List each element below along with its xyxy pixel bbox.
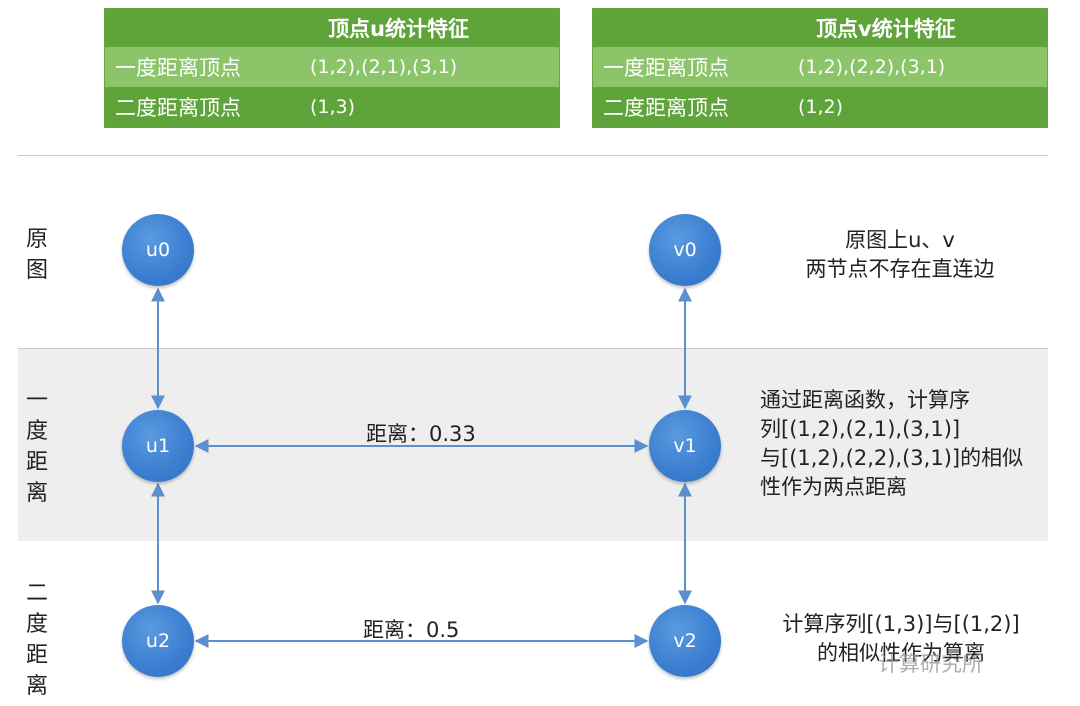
row-label: 一度距离顶点: [603, 56, 729, 80]
node-u0: u0: [122, 214, 194, 286]
row-value: (1,3): [310, 96, 356, 118]
row-label: 一度距离顶点: [115, 56, 241, 80]
table-header: 顶点u统计特征: [105, 9, 559, 47]
node-v2: v2: [649, 605, 721, 677]
table-row: 二度距离顶点 (1,3): [105, 87, 559, 127]
top-divider: [18, 155, 1048, 156]
section-label-first-degree: 一 度 距 离: [26, 388, 49, 506]
section-label-original: 原 图: [26, 227, 49, 283]
table-title: 顶点u统计特征: [328, 17, 469, 41]
row-value: (1,2): [798, 96, 844, 118]
table-row: 一度距离顶点 (1,2),(2,1),(3,1): [105, 47, 559, 87]
distance-label-level2: 距离：0.5: [363, 618, 460, 642]
node-v0: v0: [649, 214, 721, 286]
row-label: 二度距离顶点: [603, 96, 729, 120]
node-u1: u1: [122, 410, 194, 482]
row-value: (1,2),(2,1),(3,1): [310, 56, 458, 78]
distance-label-level1: 距离：0.33: [366, 422, 476, 446]
section-label-second-degree: 二 度 距 离: [26, 581, 49, 699]
note-first-degree: 通过距离函数，计算序 列[(1,2),(2,1),(3,1)] 与[(1,2),…: [760, 388, 1024, 499]
row-label: 二度距离顶点: [115, 96, 241, 120]
table-row: 一度距离顶点 (1,2),(2,2),(3,1): [593, 47, 1047, 87]
vertex-u-stats-table: 顶点u统计特征 一度距离顶点 (1,2),(2,1),(3,1) 二度距离顶点 …: [104, 8, 560, 128]
note-original: 原图上u、v 两节点不存在直连边: [805, 228, 995, 281]
node-v1: v1: [649, 410, 721, 482]
node-u2: u2: [122, 605, 194, 677]
band-top-divider: [18, 348, 1048, 349]
vertex-v-stats-table: 顶点v统计特征 一度距离顶点 (1,2),(2,2),(3,1) 二度距离顶点 …: [592, 8, 1048, 128]
row-value: (1,2),(2,2),(3,1): [798, 56, 946, 78]
watermark: 计算研究所: [878, 652, 983, 676]
note-second-degree: 计算序列[(1,3)]与[(1,2)] 的相似性作为算离: [782, 612, 1020, 665]
table-title: 顶点v统计特征: [816, 17, 956, 41]
table-header: 顶点v统计特征: [593, 9, 1047, 47]
table-row: 二度距离顶点 (1,2): [593, 87, 1047, 127]
